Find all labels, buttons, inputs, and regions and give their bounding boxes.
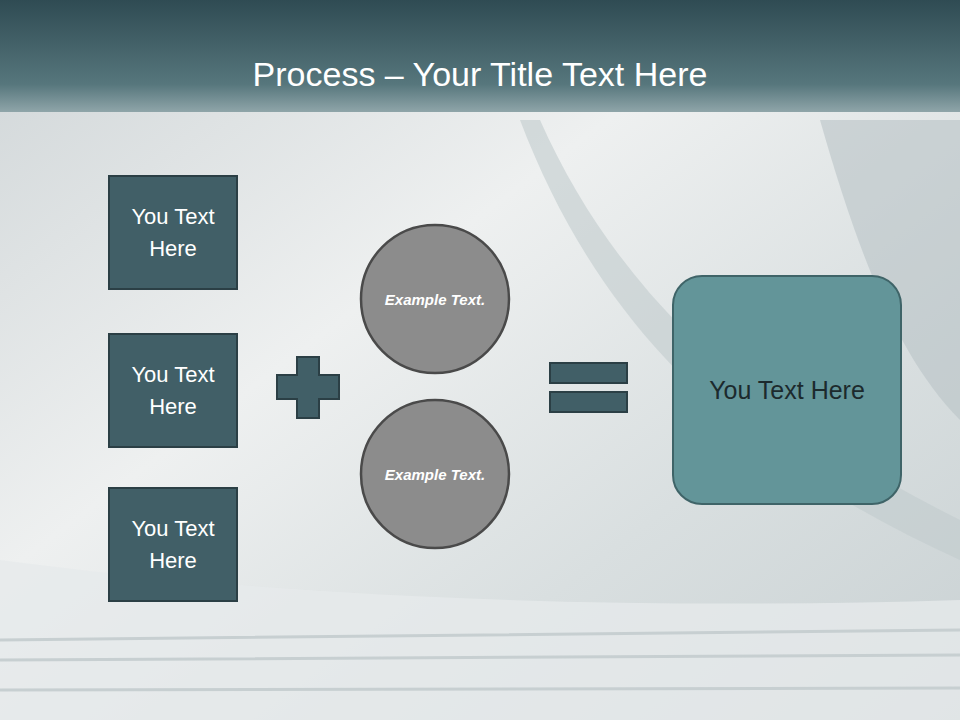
plus-symbol: [277, 357, 339, 418]
result-box: You Text Here: [672, 275, 902, 505]
node-text: You Text Here: [709, 373, 865, 407]
page-curve: [520, 120, 960, 560]
page-lines: [0, 630, 960, 690]
node-text: You Text Here: [120, 201, 226, 265]
node-text: Example Text.: [385, 463, 485, 486]
text-box: You Text Here: [108, 175, 238, 290]
text-box: You Text Here: [108, 333, 238, 448]
input-circle: Example Text.: [360, 224, 510, 374]
node-text: You Text Here: [120, 359, 226, 423]
input-circle: Example Text.: [360, 399, 510, 549]
equals-symbol: [550, 392, 627, 412]
equals-symbol: [550, 363, 627, 383]
header-band: [0, 0, 960, 112]
slide-title: Process – Your Title Text Here: [0, 50, 960, 98]
node-text: You Text Here: [120, 513, 226, 577]
node-text: Example Text.: [385, 288, 485, 311]
text-box: You Text Here: [108, 487, 238, 602]
